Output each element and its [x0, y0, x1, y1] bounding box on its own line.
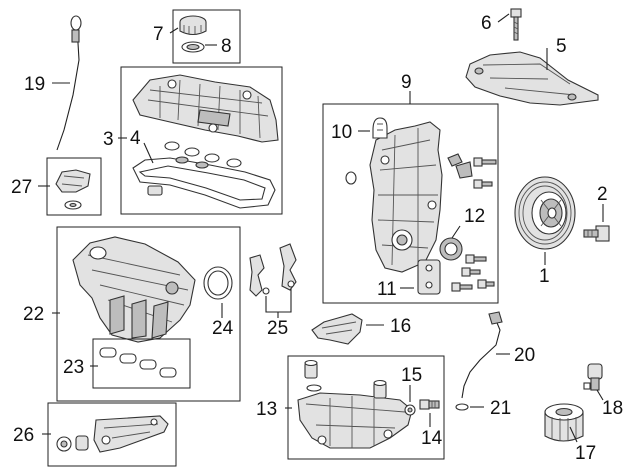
cap-seal-icon [181, 41, 205, 53]
bolt-set-icon [345, 153, 497, 292]
engine-mount-bracket-icon [56, 415, 169, 453]
callout-24: 24 [212, 318, 234, 339]
callout-4: 4 [130, 128, 141, 149]
callout-18: 18 [602, 398, 623, 419]
chain-tensioner-seal-icon [372, 117, 388, 139]
intake-manifold-group-box [56, 226, 241, 402]
oil-seal-icon [439, 237, 463, 261]
spark-plug-seal-icon [164, 141, 242, 169]
heat-shield-icon [311, 313, 363, 345]
oil-strainer-icon [304, 359, 387, 399]
callout-12: 12 [464, 206, 485, 227]
throttle-gasket-icon [203, 266, 233, 300]
callout-6: 6 [481, 13, 492, 34]
callout-22: 22 [23, 304, 44, 325]
callout-5: 5 [556, 36, 567, 57]
callout-11: 11 [377, 279, 397, 300]
cylinder-head-cover-icon [132, 74, 279, 143]
callout-2: 2 [597, 184, 608, 205]
callout-27: 27 [11, 177, 32, 198]
callout-16: 16 [390, 316, 411, 337]
callout-10: 10 [331, 122, 352, 143]
callout-1: 1 [539, 266, 550, 287]
oil-pan-icon [297, 392, 413, 449]
callout-19: 19 [24, 74, 45, 95]
grommet-icon [147, 185, 163, 196]
oil-filler-cap-icon [179, 15, 207, 36]
callout-26: 26 [13, 425, 34, 446]
dipstick-tube-icon [461, 311, 503, 399]
callout-7: 7 [153, 24, 164, 45]
manifold-gasket-icon [99, 347, 177, 378]
bolt-icon [510, 8, 522, 41]
oil-filter-icon [544, 403, 584, 442]
washer-icon [64, 200, 82, 210]
callout-8: 8 [221, 36, 232, 57]
intake-manifold-icon [72, 236, 196, 343]
bracket-icon [249, 243, 297, 297]
callout-14: 14 [421, 428, 443, 449]
engine-cover-icon [465, 51, 599, 106]
callout-20: 20 [514, 345, 535, 366]
oil-pump-cover-icon [417, 259, 441, 295]
callout-13: 13 [256, 399, 277, 420]
head-cover-group-box [120, 66, 283, 215]
timing-chain-cover-icon [369, 121, 443, 273]
pulley-bolt-icon [583, 225, 610, 242]
head-cover-gasket-icon [132, 157, 276, 209]
drain-plug-icon [419, 399, 440, 410]
callout-9: 9 [401, 72, 412, 93]
crankshaft-pulley-icon [514, 176, 576, 250]
filter-adapter-icon [583, 363, 603, 391]
callout-17: 17 [575, 443, 596, 464]
callout-25: 25 [267, 318, 288, 339]
callout-21: 21 [490, 398, 511, 419]
drain-washer-icon [404, 404, 416, 416]
oil-cap-icon [55, 169, 91, 193]
cap-group-box [172, 9, 241, 64]
o-ring-icon [455, 403, 469, 411]
callout-3: 3 [103, 129, 114, 150]
oil-dipstick-icon [56, 15, 82, 151]
manifold-gasket-box [92, 338, 191, 389]
callout-15: 15 [401, 365, 422, 386]
callout-23: 23 [63, 357, 84, 378]
